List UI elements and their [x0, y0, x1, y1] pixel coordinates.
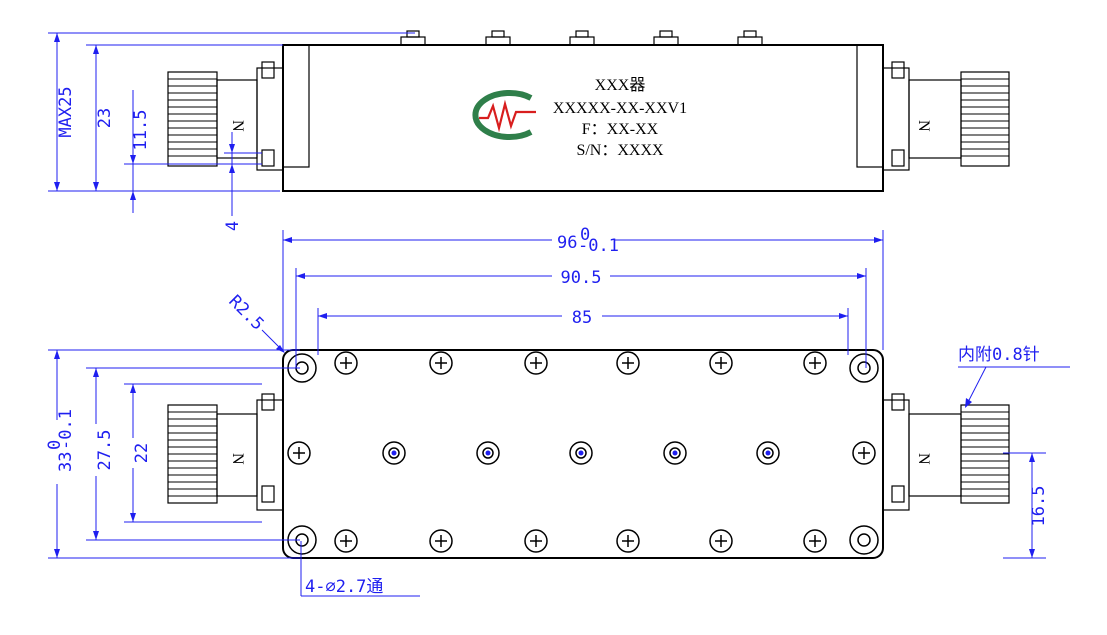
dim-width-22: 22 [132, 443, 152, 463]
logo [472, 90, 536, 140]
side-left-flange [282, 44, 310, 168]
dim-90-bg [552, 264, 610, 288]
product-type: XXX器 [595, 76, 646, 94]
dim-length-90-5: 90.5 [561, 268, 602, 288]
holes-leader [300, 541, 420, 597]
dim-length-85: 85 [572, 308, 592, 328]
side-body [282, 44, 884, 192]
pin-leader [958, 366, 1070, 559]
dim-pin-height: 16.5 [1029, 486, 1049, 527]
dim-width-27-5: 27.5 [95, 430, 115, 471]
radius-leader [261, 329, 285, 353]
side-left-connector-mark: N [229, 120, 246, 132]
pin-note: 内附0.8针 [958, 345, 1040, 365]
model-number: XXXXX-XX-XXV1 [553, 100, 687, 117]
dim-27-bg [86, 424, 108, 476]
cover-screws [287, 351, 876, 553]
dim-96-bg [552, 228, 614, 252]
dim-height-11-5: 11.5 [131, 110, 151, 151]
dim-offset-4: 4 [223, 221, 243, 231]
dim-height-23: 23 [95, 108, 115, 128]
dim-length-96-tol-lower: -0.1 [578, 236, 619, 256]
side-dimension-lines [48, 32, 415, 216]
top-right-connector-mark: N [915, 453, 932, 465]
side-left-connector [167, 61, 284, 171]
top-left-connector [167, 393, 284, 511]
dim-33-bg [48, 420, 74, 484]
side-right-flange [856, 44, 884, 168]
dim-22-bg [124, 438, 144, 468]
side-view: N N XXX器 XXXXX-XX-XXV1 F：XX-X [48, 30, 1010, 231]
dim-length-96: 96 [557, 233, 577, 253]
top-right-connector [882, 393, 1010, 511]
dim-radius: R2.5 [224, 291, 267, 334]
holes-note: 4-⌀2.7通 [305, 577, 383, 597]
dim-length-96-tol-upper: 0 [580, 225, 590, 245]
tuning-screws-top [400, 30, 763, 46]
dim-width-33: 33 [56, 452, 76, 472]
dim-85-bg [562, 304, 602, 328]
side-right-connector [882, 61, 1010, 171]
top-left-connector-mark: N [229, 453, 246, 465]
dim-width-33-tol-upper: 0 [45, 440, 65, 450]
dim-width-33-tol-lower: -0.1 [56, 409, 76, 450]
tuning-nuts [382, 441, 780, 465]
side-right-connector-mark: N [915, 120, 932, 132]
top-view: N N [45, 225, 1070, 597]
serial-number: S/N：XXXX [576, 142, 664, 159]
frequency: F：XX-XX [582, 121, 659, 138]
top-vertical-dimension-lines [48, 349, 300, 559]
dim-max-height: MAX25 [56, 86, 76, 137]
